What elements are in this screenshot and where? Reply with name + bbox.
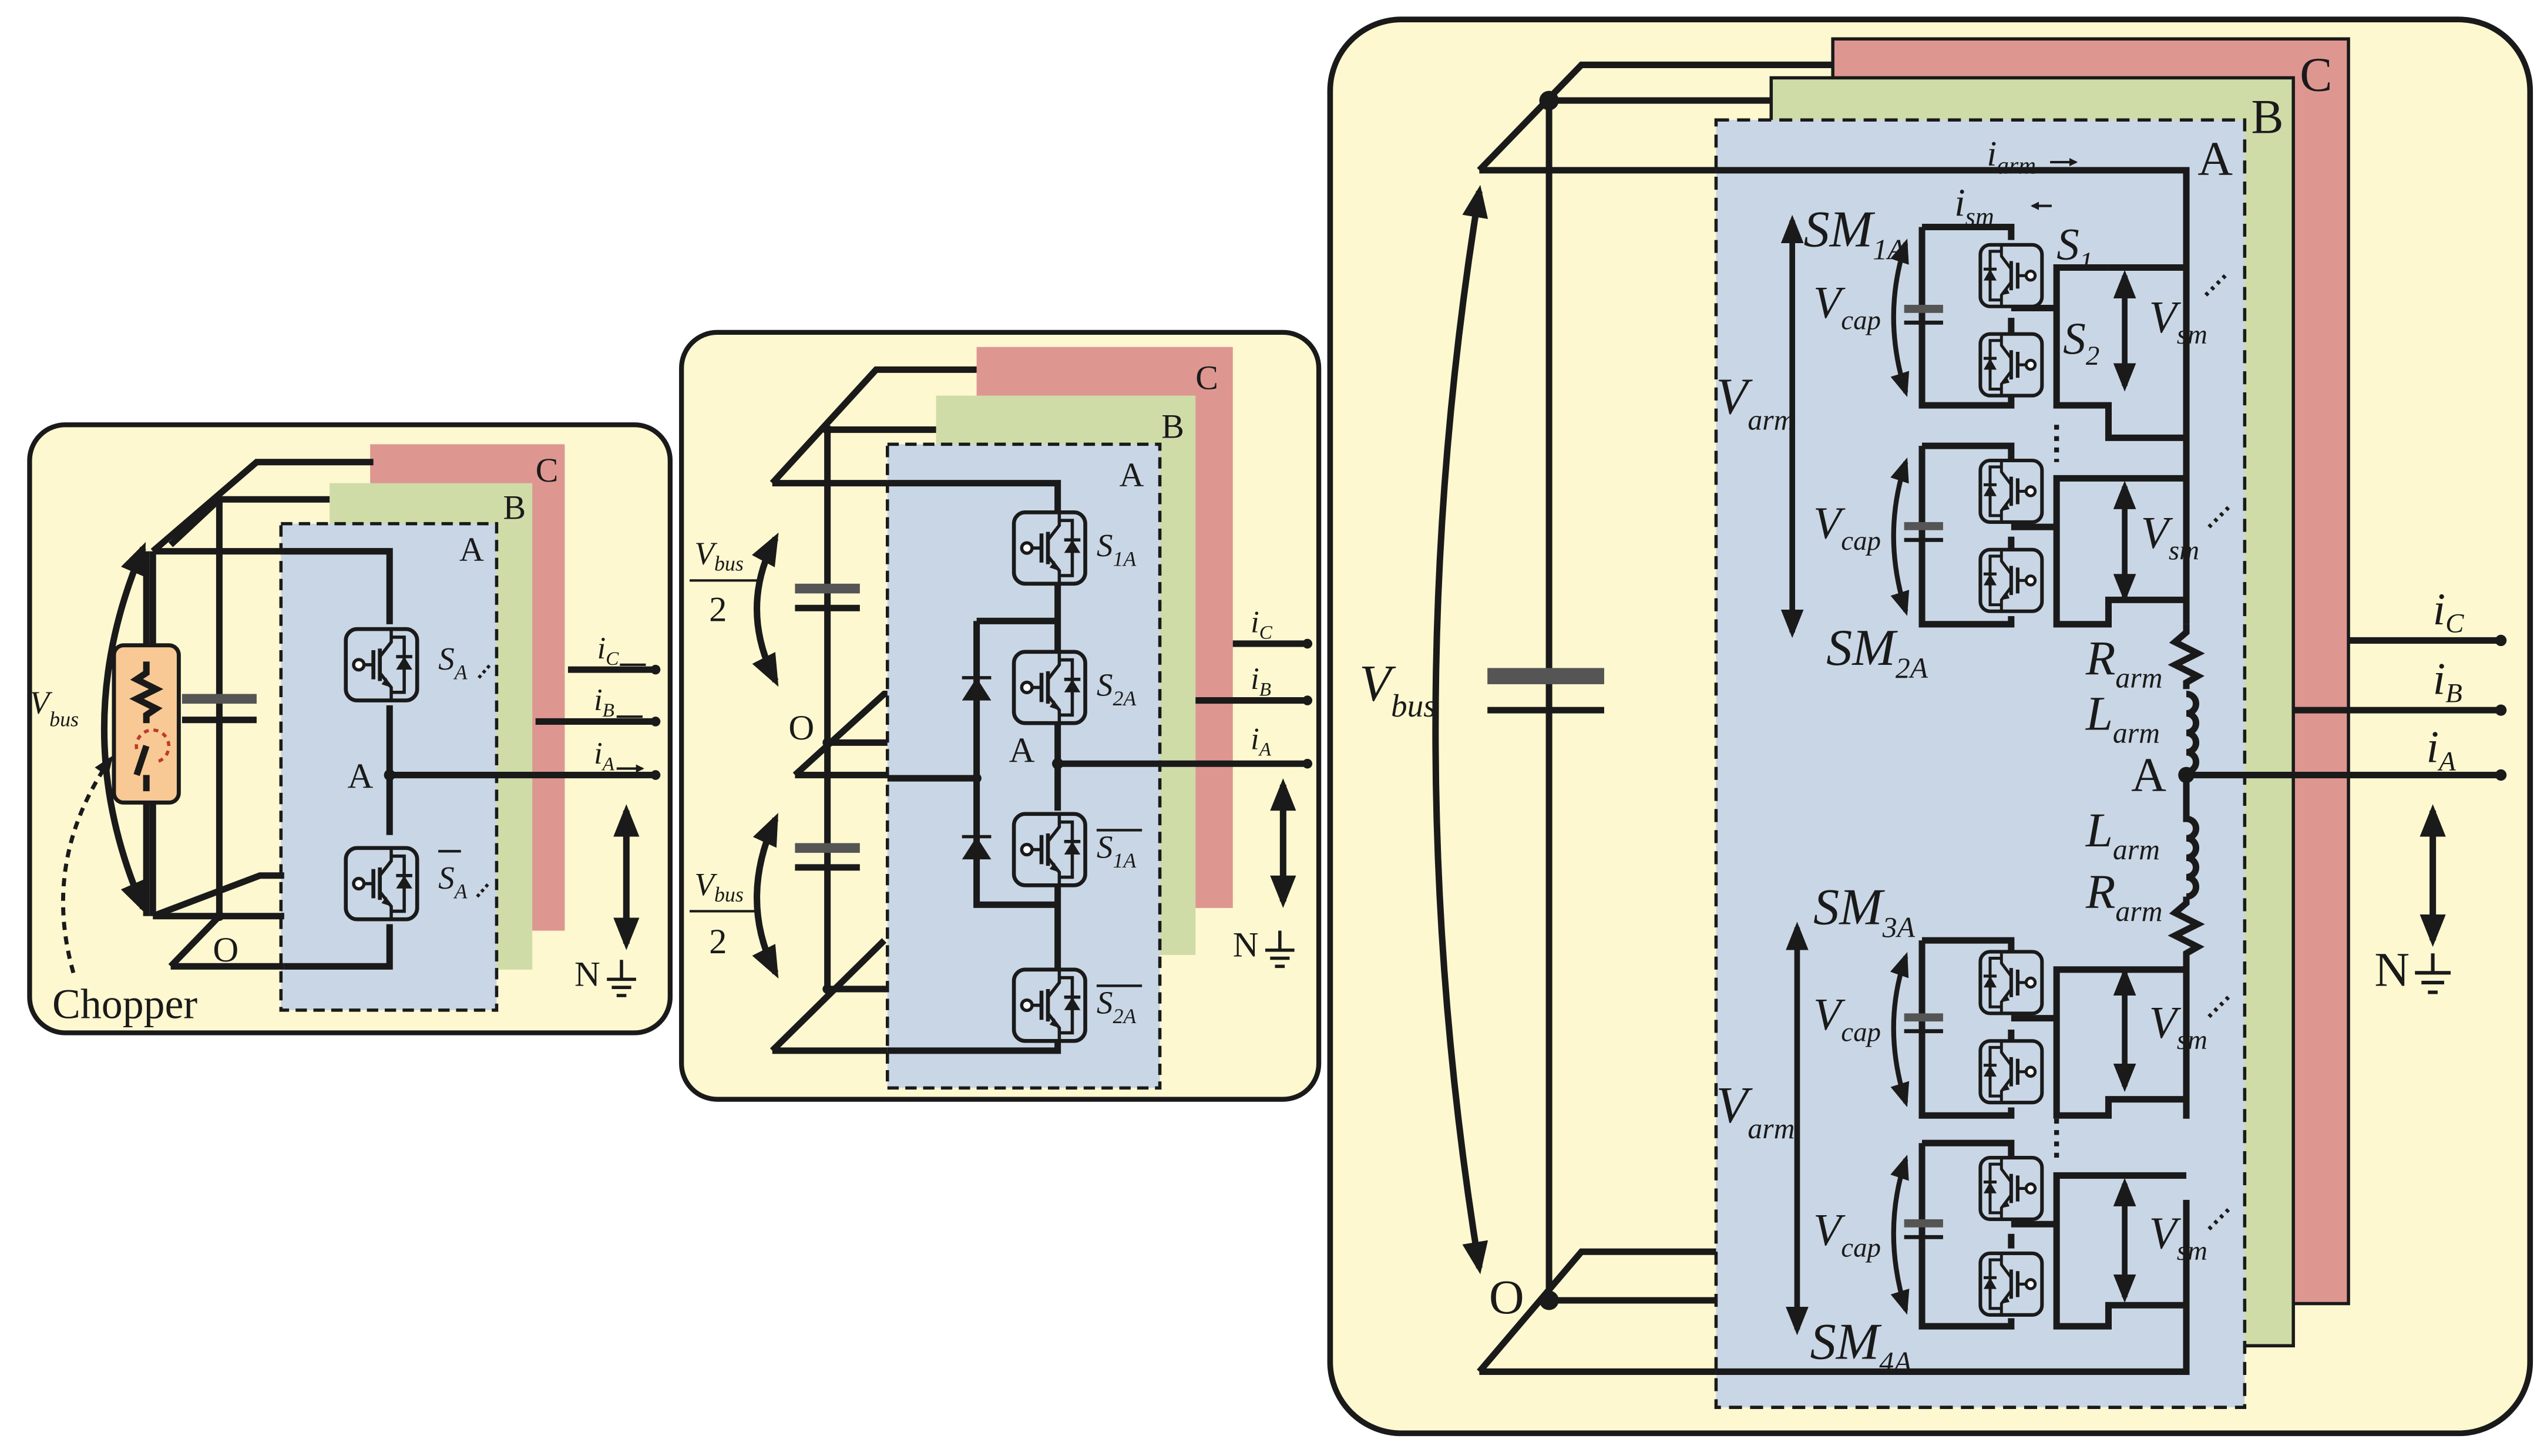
svg-text:Vsm: Vsm (2149, 1208, 2207, 1266)
svg-text:Vcap: Vcap (1813, 498, 1881, 556)
svg-text:ism: ism (1954, 181, 1994, 231)
panel2-node-a-label: A (1009, 731, 1035, 770)
svg-text:S1: S1 (2057, 219, 2093, 277)
svg-text:Vbus: Vbus (694, 536, 744, 576)
chopper-label: Chopper (52, 981, 197, 1028)
svg-text:iA: iA (2427, 721, 2456, 776)
panel1-ground-label: N (574, 954, 600, 994)
panel3-node-o-label: O (1489, 1270, 1524, 1324)
svg-text:iC: iC (597, 631, 620, 670)
svg-text:iB: iB (2433, 654, 2462, 709)
svg-text:S2: S2 (2063, 313, 2099, 371)
panel1-node-a-label: A (347, 757, 373, 796)
panel-two-level: C B A Vbus Chopper O SA (27, 422, 673, 1035)
panel1-phase-b-label: B (503, 488, 526, 526)
svg-text:iarm: iarm (1987, 134, 2036, 179)
panel3-phase-a-label: A (2197, 132, 2233, 186)
panel1-phase-c-label: C (536, 451, 559, 489)
svg-text:SA: SA (438, 860, 468, 903)
svg-text:Vcap: Vcap (1813, 1205, 1881, 1263)
svg-text:Vsm: Vsm (2149, 997, 2207, 1055)
svg-text:SM3A: SM3A (1813, 879, 1916, 944)
svg-text:SM2A: SM2A (1826, 619, 1928, 684)
svg-text:Varm: Varm (1716, 368, 1795, 436)
svg-text:S1A: S1A (1097, 829, 1137, 872)
svg-text:SM4A: SM4A (1810, 1313, 1913, 1378)
svg-text:SA: SA (438, 641, 468, 684)
svg-text:Rarm: Rarm (2085, 865, 2163, 927)
svg-text:S1A: S1A (1097, 527, 1137, 571)
svg-text:iC: iC (2433, 584, 2464, 639)
panel1-node-o-label: O (213, 930, 238, 970)
svg-text:Vbus: Vbus (29, 685, 79, 731)
svg-text:iC: iC (1251, 606, 1273, 644)
svg-text:Vsm: Vsm (2141, 507, 2199, 566)
svg-text:2: 2 (709, 922, 727, 961)
panel3-node-a-label: A (2131, 748, 2166, 802)
panel1-vbus-arrow (100, 542, 146, 914)
panel3-phase-c-label: C (2300, 48, 2332, 102)
svg-text:iB: iB (594, 683, 614, 721)
svg-text:Larm: Larm (2085, 803, 2160, 866)
panel3-phase-b-label: B (2251, 89, 2283, 143)
svg-text:Rarm: Rarm (2085, 631, 2163, 694)
panel2-node-o-label: O (788, 708, 814, 748)
svg-text:iB: iB (1251, 662, 1271, 700)
panel3-vbus-arrow (1432, 184, 1488, 1275)
svg-text:Vcap: Vcap (1813, 989, 1881, 1047)
panel-npc: C B A O Vbus 2 Vbus 2 (679, 329, 1322, 1102)
svg-text:Vsm: Vsm (2149, 292, 2207, 350)
panel2-ground-label: N (1233, 926, 1259, 965)
svg-text:2: 2 (709, 590, 727, 629)
panel3-ground-label: N (2374, 942, 2410, 996)
svg-text:SM1A: SM1A (1803, 201, 1906, 266)
panel1-phase-a-label: A (459, 530, 484, 569)
svg-text:Larm: Larm (2085, 686, 2160, 749)
panel-mmc: C B A O Vbus iarm A Rarm Larm Larm Rarm (1327, 16, 2533, 1437)
panel2-phase-a-label: A (1120, 456, 1144, 494)
panel2-phase-c-label: C (1195, 359, 1218, 397)
svg-text:Vbus: Vbus (1359, 655, 1436, 724)
svg-text:S2A: S2A (1097, 667, 1137, 710)
svg-text:Vcap: Vcap (1813, 277, 1881, 335)
svg-text:iA: iA (1251, 722, 1272, 760)
svg-text:iA: iA (594, 737, 615, 775)
svg-text:Vbus: Vbus (694, 866, 744, 906)
svg-text:Varm: Varm (1716, 1076, 1795, 1145)
panel2-phase-b-label: B (1161, 407, 1184, 445)
svg-text:S2A: S2A (1097, 984, 1137, 1028)
